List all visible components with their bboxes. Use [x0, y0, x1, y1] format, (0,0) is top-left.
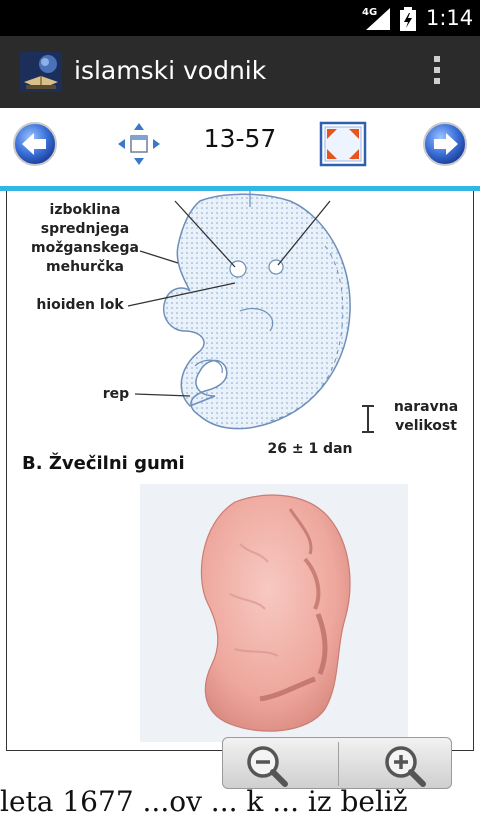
page-frame-left [6, 191, 7, 751]
toolbar-divider [0, 186, 480, 191]
fit-screen-icon[interactable] [319, 121, 367, 167]
move-cross-icon[interactable] [116, 121, 162, 167]
zoom-controls [222, 737, 452, 789]
app-book-icon[interactable] [20, 52, 62, 92]
network-type: 4G [362, 7, 378, 18]
signal-icon [366, 8, 390, 30]
label-natural-size: naravna velikost [393, 399, 459, 434]
zoom-in-icon[interactable] [345, 741, 445, 787]
label-age: 26 ± 1 dan [267, 441, 353, 457]
section-title: B. Žvečilni gumi [22, 453, 185, 474]
chewed-gum-image [200, 494, 351, 732]
page-indicator: 13-57 [203, 124, 277, 153]
next-arrow-icon[interactable] [422, 121, 468, 167]
navigation-toolbar: 13-57 [0, 108, 480, 188]
document-page[interactable]: izboklina sprednjega možganskega mehurčk… [0, 191, 480, 818]
back-arrow-icon[interactable] [12, 121, 58, 167]
label-bulge: izboklina sprednjega možganskega mehurčk… [30, 202, 140, 275]
label-leader-lines [127, 250, 236, 397]
status-bar: 4G 1:14 [0, 0, 480, 36]
action-bar: islamski vodnik [0, 36, 480, 108]
app-title: islamski vodnik [74, 56, 267, 85]
page-frame-right [473, 191, 474, 751]
label-tail: rep [102, 386, 130, 402]
scale-bar [362, 405, 374, 433]
zoom-divider [338, 742, 339, 786]
battery-charging-icon [400, 7, 416, 31]
next-page-text: leta 1677 ...ov ... k ... iz beliž [0, 785, 408, 818]
embryo-illustration [163, 191, 351, 430]
chewing-gum-photo [140, 484, 408, 742]
label-hyoid-arch: hioiden lok [36, 297, 124, 313]
zoom-out-icon[interactable] [231, 741, 331, 787]
clock: 1:14 [426, 6, 474, 30]
overflow-menu-icon[interactable] [430, 56, 444, 90]
